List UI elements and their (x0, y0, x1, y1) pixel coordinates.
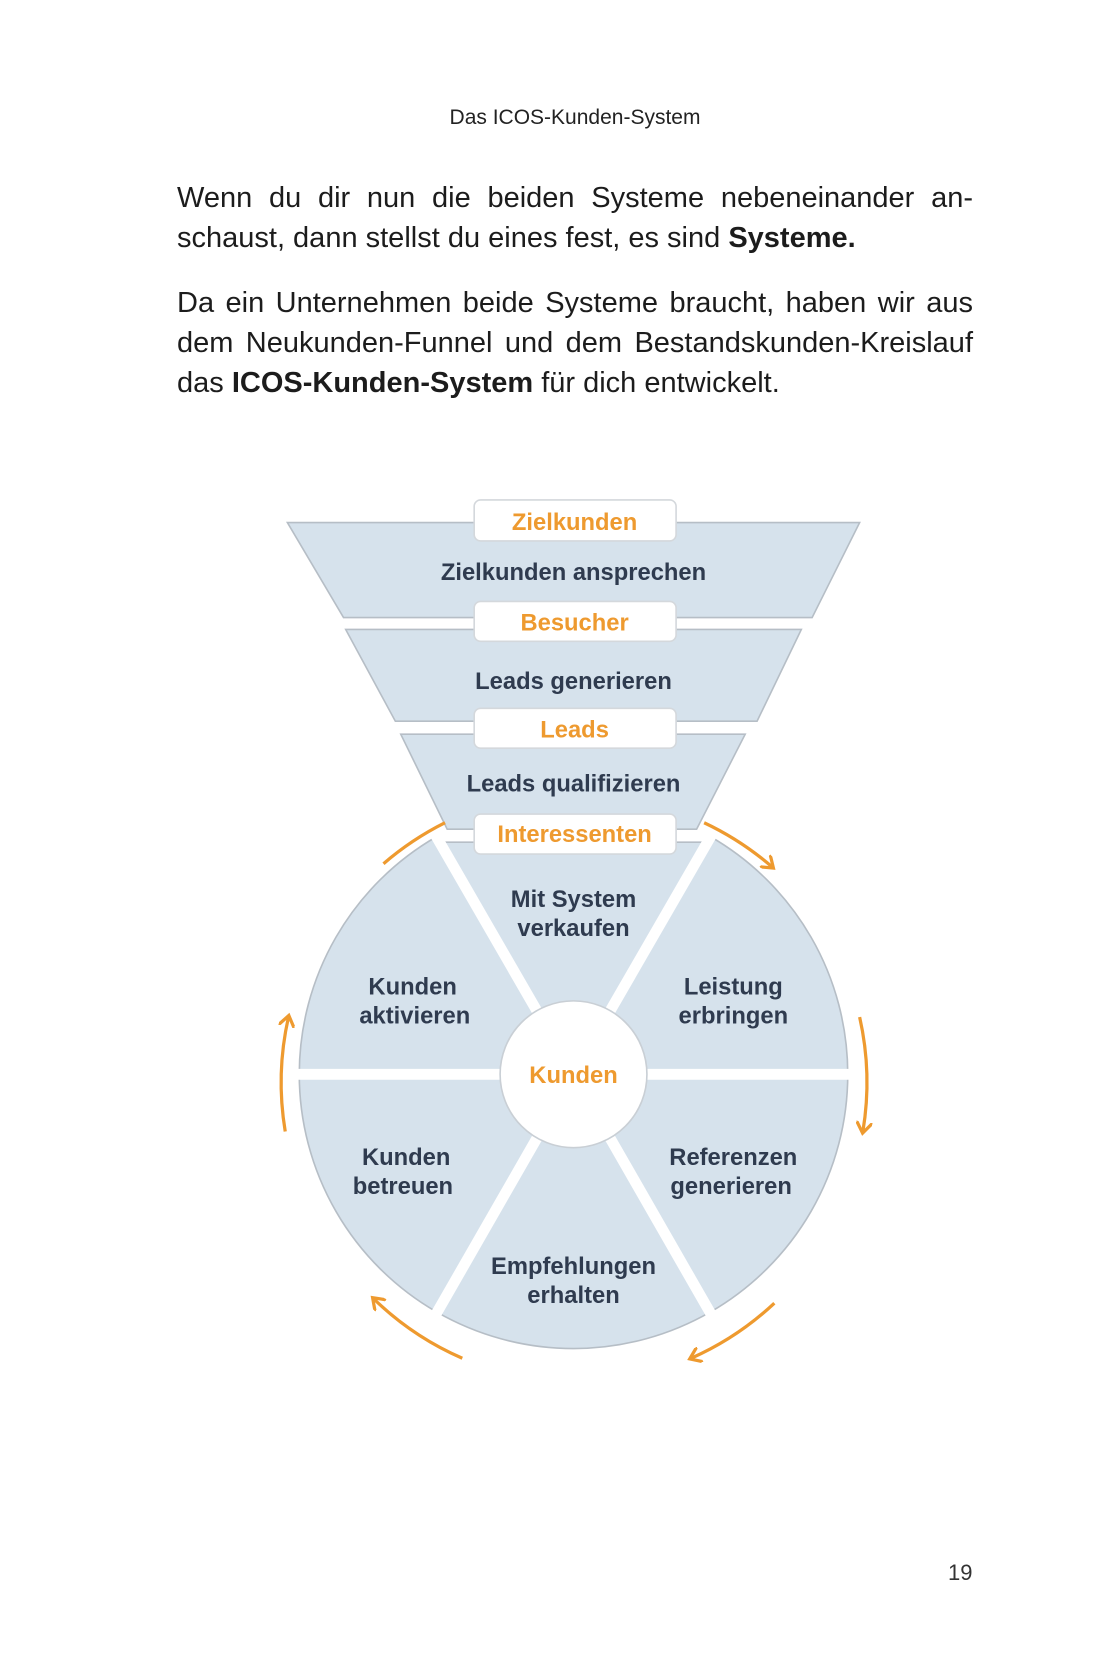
segment-label: generieren (670, 1173, 791, 1200)
center-circle (499, 1000, 648, 1149)
segment-label: Kunden (368, 973, 456, 1000)
cycle-arrows (281, 821, 867, 1360)
stage-label: Besucher (520, 610, 628, 637)
segment-betreuen (298, 1073, 575, 1313)
arrow-arc-bottom-left (374, 1299, 463, 1360)
paragraph-text: Wenn du dir nun die beiden Systeme neben… (177, 182, 973, 254)
arrow-arc-left (281, 1017, 288, 1132)
segment-label: Empfehlungen (491, 1253, 656, 1280)
stage-box-besucher (473, 600, 677, 643)
emphasis: ICOS-Kunden-System (231, 367, 534, 399)
arrow-arc-top-left (382, 821, 446, 865)
cycle-wheel (293, 826, 854, 1350)
page-number: 19 (948, 1560, 973, 1585)
arrow-arc-bottom-right (691, 1302, 776, 1358)
segment-label: verkaufen (517, 915, 629, 942)
stage-box-zielkunden (473, 499, 677, 542)
segment-label: Leistung (684, 973, 783, 1000)
stage-label: Interessenten (497, 821, 651, 848)
segment-label: aktivieren (359, 1003, 470, 1030)
segment-leistung (572, 835, 849, 1076)
segment-label: Referenzen (669, 1144, 797, 1171)
center-label: Kunden (529, 1062, 617, 1089)
running-header: Das ICOS-Kunden-System (449, 106, 701, 129)
segment-label: Kunden (362, 1144, 450, 1171)
arrow-arc-top-right (703, 821, 772, 867)
funnel-action-label: Leads generieren (475, 668, 672, 695)
stage-box-interessenten (473, 813, 677, 855)
funnel-action-label: Leads qualifizieren (467, 770, 681, 797)
segment-label: Mit System (511, 886, 636, 913)
paragraph-2: Da ein Unternehmen beide Systeme braucht… (177, 283, 973, 403)
stage-label: Leads (540, 716, 609, 743)
segment-label: erbringen (679, 1003, 789, 1030)
segment-aktivieren (298, 835, 575, 1076)
paragraph-text: Da ein Unternehmen beide Systeme braucht… (177, 287, 973, 399)
stage-box-leads (473, 707, 677, 750)
segment-label: betreuen (353, 1173, 453, 1200)
arrow-arc-right (860, 1016, 867, 1131)
paragraph-1: Wenn du dir nun die beiden Systeme neben… (177, 178, 973, 258)
paragraph-text: für dich entwickelt. (533, 367, 780, 399)
funnel-action-label: Zielkunden ansprechen (441, 559, 706, 586)
segment-label: erhalten (527, 1282, 619, 1309)
emphasis: Systeme. (728, 222, 856, 254)
segment-referenzen (572, 1073, 849, 1313)
segment-empfehlungen (435, 1072, 712, 1350)
stage-label: Zielkunden (512, 509, 637, 536)
